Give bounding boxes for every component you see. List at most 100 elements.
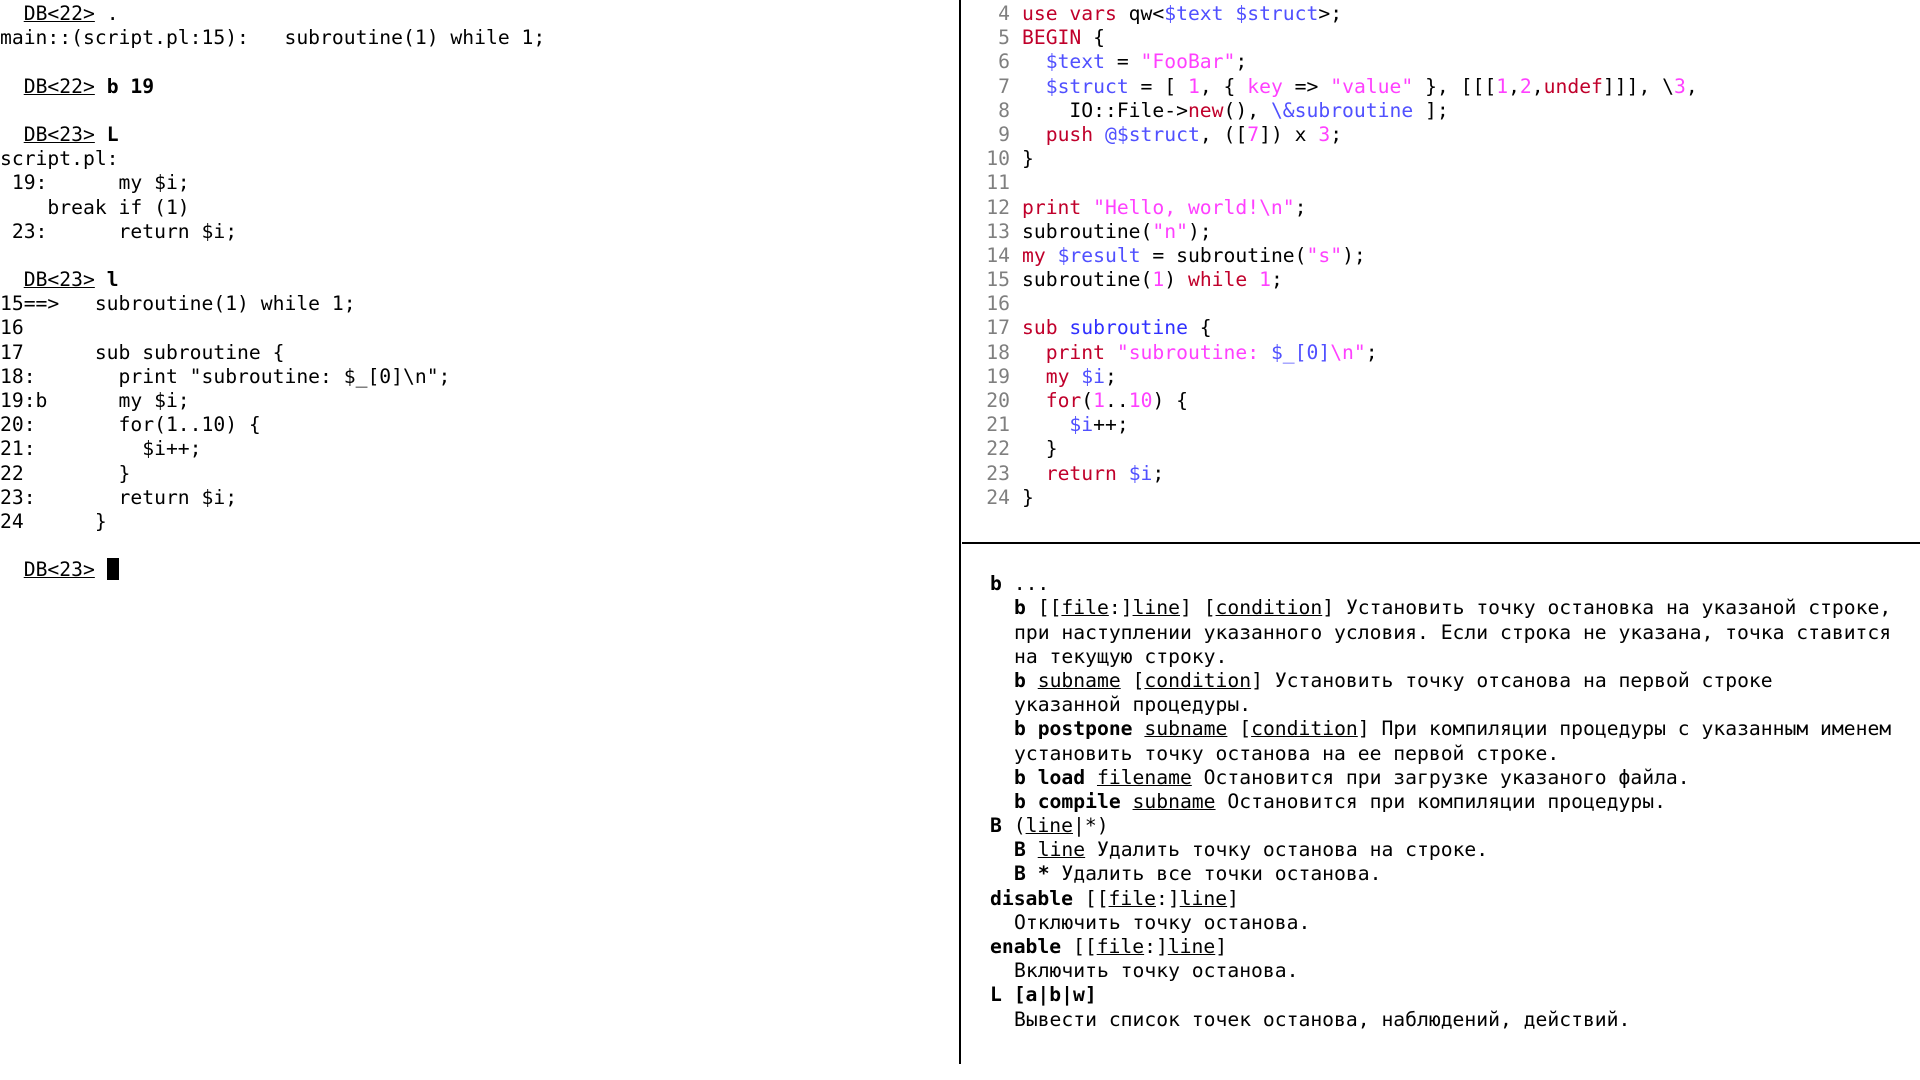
console-line: 23: return $i; bbox=[0, 486, 958, 510]
console-line: 15==> subroutine(1) while 1; bbox=[0, 292, 958, 316]
help-text: |*) bbox=[1073, 814, 1109, 838]
source-line: 11 bbox=[962, 171, 1920, 195]
console-text: 19: my $i; bbox=[0, 171, 190, 195]
help-text: при наступлении указанного условия. Если… bbox=[1014, 620, 1892, 644]
console-text: break if (1) bbox=[0, 195, 190, 219]
help-text bbox=[1133, 717, 1145, 740]
help-text: Остановится при загрузке указаного файла… bbox=[1191, 765, 1690, 789]
source-line: 7 $struct = [ 1, { key => "value" }, [[[… bbox=[962, 75, 1920, 99]
line-number: 6 bbox=[998, 50, 1010, 74]
help-text: ... bbox=[1001, 572, 1050, 596]
help-argument: line bbox=[1179, 886, 1228, 910]
code-literal: 10 bbox=[1128, 389, 1153, 412]
code-text: ( bbox=[1081, 389, 1094, 412]
console-text: 23: return $i; bbox=[0, 219, 238, 243]
help-line: при наступлении указанного условия. Если… bbox=[990, 621, 1920, 645]
console-text bbox=[0, 2, 24, 25]
code-text: } bbox=[1022, 485, 1034, 509]
help-argument: subname bbox=[1132, 789, 1216, 813]
console-text bbox=[0, 75, 24, 98]
horizontal-pane-divider[interactable] bbox=[962, 542, 1920, 544]
console-line: 16 bbox=[0, 316, 958, 340]
help-argument: file bbox=[1108, 886, 1156, 910]
code-text bbox=[1081, 196, 1093, 219]
help-argument: subname bbox=[1144, 717, 1228, 741]
line-number: 4 bbox=[998, 2, 1010, 25]
help-text: установить точку останова на ее первой с… bbox=[1014, 741, 1560, 765]
console-text: 17 sub subroutine { bbox=[0, 340, 285, 364]
code-text: = [ bbox=[1128, 74, 1188, 98]
code-text bbox=[1105, 341, 1117, 364]
code-text: , bbox=[1531, 74, 1544, 98]
vertical-pane-divider[interactable] bbox=[959, 0, 961, 1064]
help-argument: line bbox=[1167, 935, 1216, 958]
code-keyword: sub bbox=[1022, 316, 1058, 340]
code-literal: "subroutine: bbox=[1116, 340, 1271, 364]
help-command: b postpone bbox=[1014, 717, 1133, 741]
help-text: Отключить точку останова. bbox=[1014, 910, 1311, 934]
code-literal: 1 bbox=[1496, 74, 1509, 98]
code-text: .. bbox=[1105, 389, 1129, 412]
line-number: 10 bbox=[986, 147, 1010, 171]
code-text: ; bbox=[1270, 268, 1283, 292]
console-text: . bbox=[94, 2, 119, 25]
console-line: DB<22> . bbox=[0, 2, 958, 26]
console-text bbox=[0, 268, 24, 291]
code-keyword: print bbox=[1022, 195, 1082, 219]
code-keyword: my bbox=[1022, 243, 1046, 267]
code-text: => bbox=[1282, 74, 1331, 98]
code-text bbox=[1058, 316, 1070, 339]
code-text bbox=[1117, 462, 1129, 485]
line-number: 7 bbox=[998, 74, 1010, 98]
help-pane[interactable]: b ...b [[file:]line] [condition] Установ… bbox=[962, 546, 1920, 1064]
line-number: 14 bbox=[986, 243, 1010, 267]
console-text: 18: print "subroutine: $_[0]\n"; bbox=[0, 364, 451, 388]
code-text bbox=[1022, 123, 1046, 146]
code-literal: 1 bbox=[1187, 74, 1200, 98]
console-text bbox=[0, 123, 24, 146]
debugger-prompt: DB<22> bbox=[23, 74, 95, 98]
help-text: на текущую строку. bbox=[1014, 644, 1228, 668]
source-line: 21 $i++; bbox=[962, 413, 1920, 437]
help-text: ] Установить точку остановка на указаной… bbox=[1322, 596, 1892, 620]
help-argument: line bbox=[1025, 814, 1073, 838]
console-line: 18: print "subroutine: $_[0]\n"; bbox=[0, 365, 958, 389]
code-text: , { bbox=[1199, 74, 1248, 98]
console-line: main::(script.pl:15): subroutine(1) whil… bbox=[0, 26, 958, 50]
console-line: 22 } bbox=[0, 462, 958, 486]
code-text bbox=[1022, 50, 1046, 73]
console-line: DB<23> bbox=[0, 558, 958, 582]
code-text: ; bbox=[1235, 50, 1248, 74]
line-number: 18 bbox=[986, 340, 1010, 364]
help-line: установить точку останова на ее первой с… bbox=[990, 742, 1920, 766]
console-line: 19:b my $i; bbox=[0, 389, 958, 413]
code-text bbox=[1022, 413, 1069, 436]
console-line: 23: return $i; bbox=[0, 220, 958, 244]
console-line: 19: my $i; bbox=[0, 171, 958, 195]
help-text: :] bbox=[1144, 935, 1168, 958]
code-literal: "value" bbox=[1330, 74, 1414, 98]
help-command: B * bbox=[1014, 862, 1050, 886]
debugger-console-pane[interactable]: DB<22> .main::(script.pl:15): subroutine… bbox=[0, 0, 958, 1064]
help-text: [ bbox=[1227, 717, 1252, 741]
source-line: 10} bbox=[962, 147, 1920, 171]
help-text: ] При компиляции процедуры с указанным и… bbox=[1357, 717, 1892, 741]
line-number: 22 bbox=[986, 437, 1010, 461]
code-text bbox=[1093, 123, 1105, 146]
help-text: Удалить все точки останова. bbox=[1049, 862, 1382, 886]
debugger-prompt: DB<23> bbox=[23, 558, 95, 582]
help-line: b [[file:]line] [condition] Установить т… bbox=[990, 596, 1920, 620]
debugger-output[interactable]: DB<22> .main::(script.pl:15): subroutine… bbox=[0, 0, 958, 583]
code-text: qw< bbox=[1116, 2, 1165, 25]
console-line bbox=[0, 99, 958, 123]
console-text bbox=[0, 558, 24, 581]
code-keyword: undef bbox=[1543, 74, 1603, 98]
help-line: Вывести список точек останова, наблюдени… bbox=[990, 1008, 1920, 1032]
code-text: ) bbox=[1164, 268, 1188, 292]
code-variable: $i bbox=[1128, 461, 1153, 485]
code-text: ]) x bbox=[1259, 122, 1319, 146]
